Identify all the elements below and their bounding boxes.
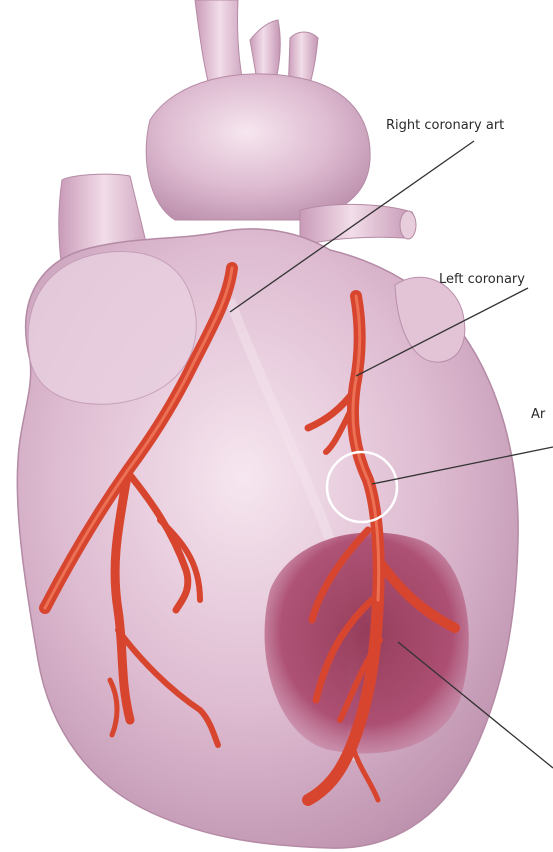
right-atrium	[28, 252, 196, 405]
label-artery: Ar	[531, 407, 545, 422]
label-left-coronary: Left coronary	[439, 272, 525, 287]
label-right-coronary: Right coronary art	[386, 118, 504, 133]
